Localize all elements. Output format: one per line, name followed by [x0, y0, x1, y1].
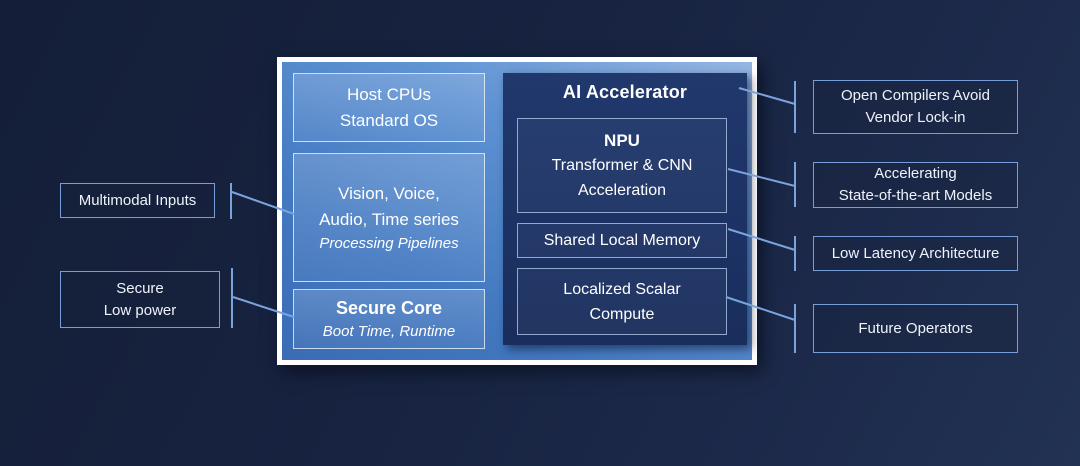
label-future-operators: Future Operators: [813, 304, 1018, 353]
label-line: Future Operators: [858, 319, 973, 337]
label-accelerating-models: Accelerating State-of-the-art Models: [813, 162, 1018, 208]
label-line: Low power: [103, 301, 177, 319]
shared-local-memory-box: Shared Local Memory: [517, 223, 727, 258]
label-line: Secure: [116, 279, 164, 297]
pipelines-subtitle: Processing Pipelines: [319, 234, 459, 252]
npu-box: NPU Transformer & CNN Acceleration: [517, 118, 727, 213]
label-low-latency: Low Latency Architecture: [813, 236, 1018, 271]
pipelines-line-2: Audio, Time series: [319, 209, 459, 229]
main-architecture-panel: Host CPUs Standard OS Vision, Voice, Aud…: [277, 57, 757, 365]
label-line: Low Latency Architecture: [831, 244, 1000, 262]
scalar-line-2: Compute: [589, 305, 655, 323]
ai-accelerator-title: AI Accelerator: [562, 82, 688, 102]
label-multimodal-inputs: Multimodal Inputs: [60, 183, 215, 218]
host-line-2: Standard OS: [339, 110, 439, 130]
label-open-compilers: Open Compilers Avoid Vendor Lock-in: [813, 80, 1018, 134]
secure-core-box: Secure Core Boot Time, Runtime: [293, 289, 485, 349]
pipelines-line-1: Vision, Voice,: [338, 183, 440, 203]
localized-scalar-compute-box: Localized Scalar Compute: [517, 268, 727, 335]
label-line: Open Compilers Avoid: [841, 87, 990, 104]
label-secure-low-power: Secure Low power: [60, 271, 220, 328]
secure-core-subtitle: Boot Time, Runtime: [322, 323, 456, 340]
label-line: Multimodal Inputs: [78, 191, 197, 209]
secure-core-title: Secure Core: [335, 298, 443, 318]
label-line: Accelerating: [874, 165, 957, 182]
shared-memory-label: Shared Local Memory: [543, 232, 701, 249]
npu-line-1: Transformer & CNN: [551, 157, 693, 174]
scalar-line-1: Localized Scalar: [563, 280, 681, 298]
host-line-1: Host CPUs: [346, 84, 432, 104]
ai-accelerator-panel: AI Accelerator NPU Transformer & CNN Acc…: [503, 73, 747, 345]
npu-title: NPU: [604, 131, 640, 150]
label-line: Vendor Lock-in: [865, 109, 966, 126]
host-cpus-box: Host CPUs Standard OS: [293, 73, 485, 142]
processing-pipelines-box: Vision, Voice, Audio, Time series Proces…: [293, 153, 485, 282]
npu-line-2: Acceleration: [577, 182, 667, 199]
label-line: State-of-the-art Models: [838, 187, 993, 204]
